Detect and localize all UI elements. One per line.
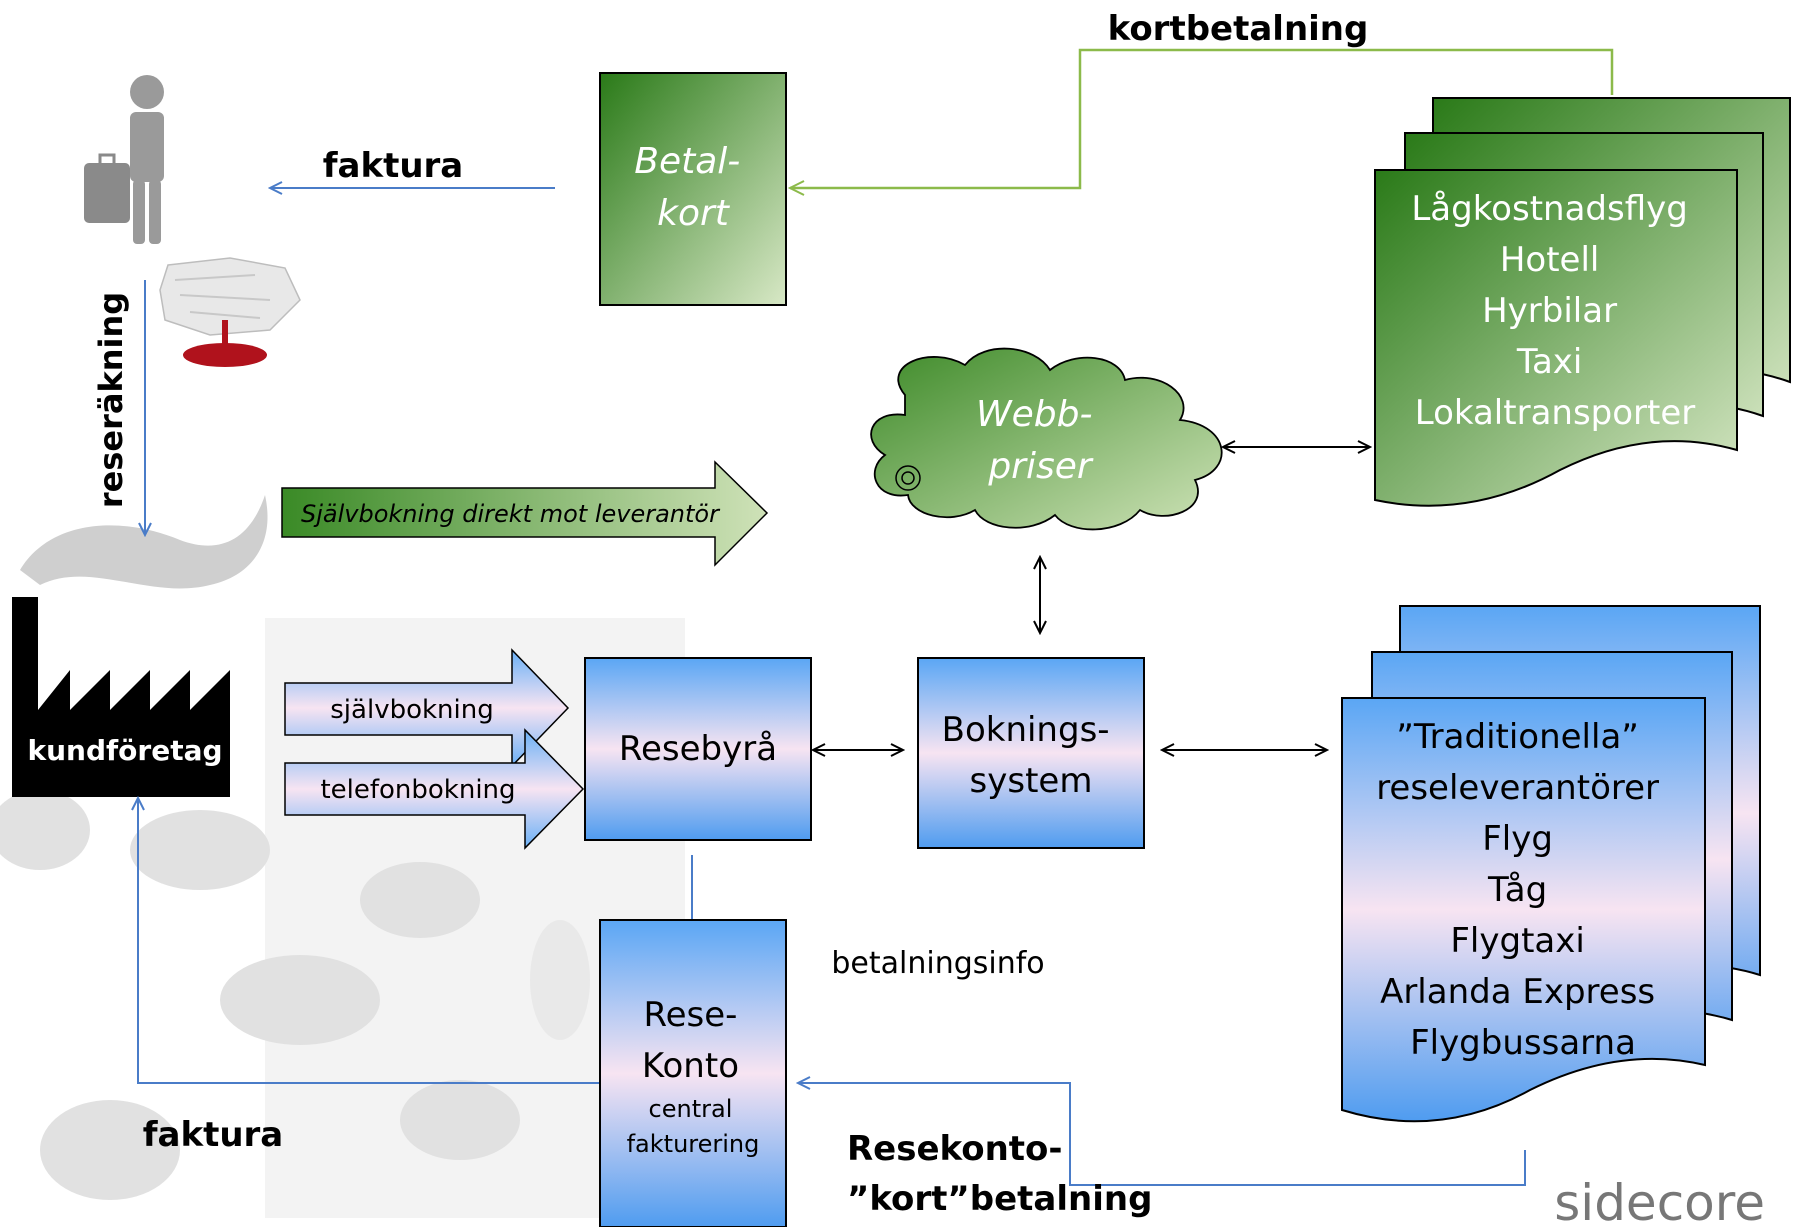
green-supplier-4: Taxi <box>1516 342 1583 382</box>
blue-supplier-5: Flygtaxi <box>1450 921 1584 961</box>
betalkort-line-1: Betal- <box>634 141 740 182</box>
traveler-icon <box>84 75 164 244</box>
kortbetalning-connector <box>790 48 1614 188</box>
bokningssystem-box: Boknings- system <box>917 657 1145 849</box>
green-supplier-3: Hyrbilar <box>1482 291 1617 331</box>
resebyra-label: Resebyrå <box>619 729 777 769</box>
sjalvbokning-direkt-arrow: Självbokning direkt mot leverantör <box>281 460 769 567</box>
webbpriser-cloud: Webb- priser <box>870 347 1223 531</box>
webbpriser-line-1: Webb- <box>976 394 1092 435</box>
svg-text:Rese- Konto centra: Rese- Konto central fakturering <box>627 995 760 1158</box>
sidecore-logo: sidecore <box>1554 1174 1765 1227</box>
blue-supplier-4: Tåg <box>1487 870 1547 910</box>
resekonto-payment-line-1: Resekonto- <box>847 1129 1063 1169</box>
betalkort-box: Betal- kort <box>599 72 787 306</box>
resekonto-box: Rese- Konto central fakturering <box>599 919 787 1227</box>
blue-supplier-2: reseleverantörer <box>1376 768 1659 808</box>
svg-text:Webb- priser: Webb- priser <box>976 394 1104 487</box>
faktura-bottom-connector <box>138 798 600 1084</box>
factory-icon <box>12 597 230 797</box>
sjalvbokning-direkt-label: Självbokning direkt mot leverantör <box>301 500 721 528</box>
reserakning-label: reseräkning <box>92 292 130 508</box>
resekonto-payment-line-2: ”kort”betalning <box>847 1179 1152 1219</box>
blue-supplier-stack: ”Traditionella” reseleverantörer Flyg Tå… <box>1341 605 1761 1123</box>
betalkort-line-2: kort <box>657 193 731 234</box>
wave-decoration <box>20 495 268 589</box>
resekonto-line-2: Konto <box>642 1046 739 1086</box>
svg-text:Resekonto- ”kort”betalning: Resekonto- ”kort”betalning <box>847 1129 1152 1219</box>
bokningssystem-line-2: system <box>970 761 1093 801</box>
betalningsinfo-label: betalningsinfo <box>831 946 1044 981</box>
blue-supplier-3: Flyg <box>1482 819 1553 859</box>
receipts-icon <box>159 257 301 367</box>
svg-text:”Traditionella” reseleve: ”Traditionella” reseleverantörer Flyg Tå… <box>1376 717 1670 1063</box>
sjalvbokning-label: självbokning <box>330 695 493 725</box>
faktura-top-label: faktura <box>323 146 464 186</box>
green-supplier-stack: Lågkostnadsflyg Hotell Hyrbilar Taxi Lok… <box>1374 97 1791 507</box>
svg-text:Boknings- system: Boknings- system <box>942 710 1121 801</box>
webbpriser-line-2: priser <box>987 446 1094 487</box>
green-supplier-2: Hotell <box>1500 240 1600 280</box>
faktura-bottom-label: faktura <box>143 1115 284 1155</box>
kortbetalning-label: kortbetalning <box>1108 9 1369 49</box>
telefonbokning-arrow: telefonbokning <box>284 728 585 850</box>
kundforetag-label: kundföretag <box>27 734 222 767</box>
resekonto-line-3: central <box>649 1095 733 1123</box>
green-supplier-5: Lokaltransporter <box>1415 393 1696 433</box>
blue-supplier-6: Arlanda Express <box>1380 972 1655 1012</box>
sjalvbokning-arrow: självbokning <box>284 648 570 768</box>
resebyra-box: Resebyrå <box>584 657 812 841</box>
resekonto-line-1: Rese- <box>643 995 737 1035</box>
telefonbokning-label: telefonbokning <box>320 775 515 805</box>
green-supplier-1: Lågkostnadsflyg <box>1411 189 1687 229</box>
blue-supplier-1: ”Traditionella” <box>1396 717 1639 757</box>
svg-text:Lågkostnadsflyg Hotell: Lågkostnadsflyg Hotell Hyrbilar Taxi Lok… <box>1411 189 1698 433</box>
svg-text:Betal- kort: Betal- kort <box>634 141 751 234</box>
resekonto-kortbetalning-connector <box>798 1083 1526 1186</box>
resekonto-line-4: fakturering <box>627 1130 760 1158</box>
blue-supplier-7: Flygbussarna <box>1410 1023 1636 1063</box>
bokningssystem-line-1: Boknings- <box>942 710 1110 750</box>
